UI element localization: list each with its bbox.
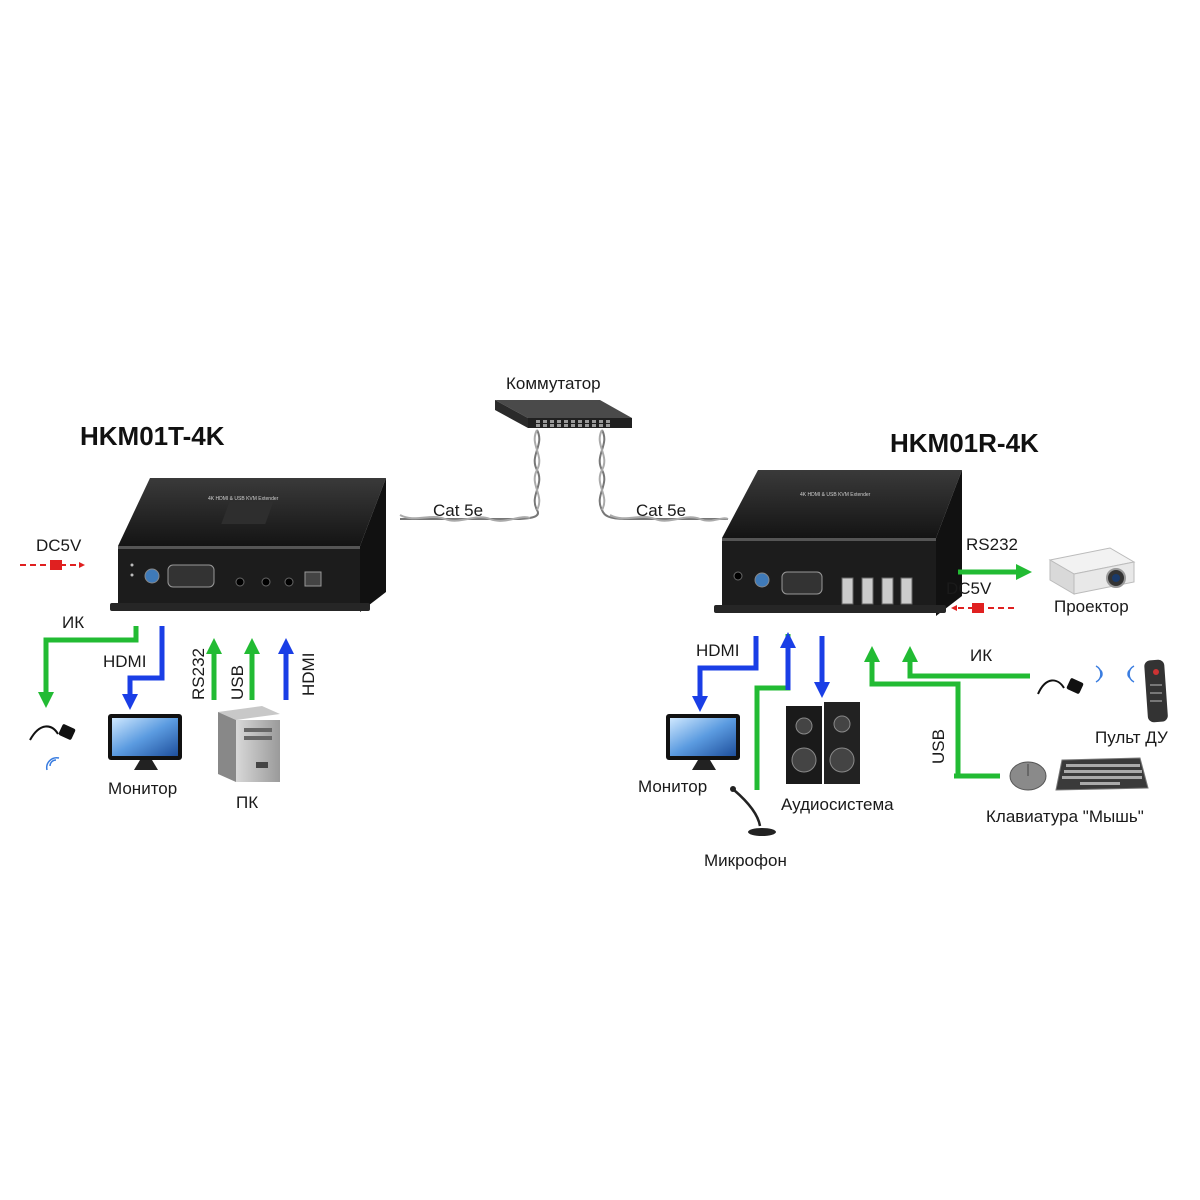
microphone-icon xyxy=(730,786,776,836)
speakers-icon xyxy=(786,702,860,784)
switch-label: Коммутатор xyxy=(506,374,601,393)
left-ir-arrow xyxy=(37,626,139,709)
right-dc-arrow xyxy=(951,603,1014,613)
right-hdmi-label: HDMI xyxy=(696,641,739,660)
left-monitor-icon xyxy=(108,714,182,770)
microphone-label: Микрофон xyxy=(704,851,787,870)
left-hdmi-out-arrow xyxy=(121,626,165,711)
left-ir-label: ИК xyxy=(62,613,84,632)
left-usb-label: USB xyxy=(228,665,247,700)
receiver-title: HKM01R-4K xyxy=(890,428,1039,458)
keyboard-mouse-icon xyxy=(1009,757,1149,791)
left-ir-receiver-icon xyxy=(29,724,76,771)
right-usb-label: USB xyxy=(929,729,948,764)
left-hdmi-out-label: HDMI xyxy=(103,652,146,671)
cat5e-cable-right xyxy=(598,429,729,522)
receiver-device: 4K HDMI & USB KVM Extender xyxy=(714,470,962,616)
right-dc-label: DC5V xyxy=(946,579,992,598)
right-usb-arrow xyxy=(872,654,1000,779)
right-monitor-icon xyxy=(666,714,740,770)
cable-right-label: Cat 5e xyxy=(636,501,686,520)
projector-icon xyxy=(1048,547,1136,595)
right-ir-receiver-icon xyxy=(1037,665,1135,695)
remote-control-icon xyxy=(1144,659,1168,723)
left-hdmi-in-label: HDMI xyxy=(299,653,318,696)
cat5e-cable-left xyxy=(399,429,541,522)
projector-label: Проектор xyxy=(1054,597,1129,616)
right-hdmi-arrow xyxy=(691,636,759,713)
microphone-line xyxy=(754,634,791,790)
transmitter-title: HKM01T-4K xyxy=(80,421,225,451)
right-rs232-label: RS232 xyxy=(966,535,1018,554)
transmitter-top-print: 4K HDMI & USB KVM Extender xyxy=(208,496,279,502)
remote-label: Пульт ДУ xyxy=(1095,728,1168,747)
right-monitor-label: Монитор xyxy=(638,777,707,796)
receiver-top-print: 4K HDMI & USB KVM Extender xyxy=(800,492,871,498)
left-dc-label: DC5V xyxy=(36,536,82,555)
left-rs232-label: RS232 xyxy=(189,648,208,700)
pc-tower-icon xyxy=(218,706,280,782)
keyboard-mouse-label: Клавиатура "Мышь" xyxy=(986,807,1144,826)
transmitter-device: 4K HDMI & USB KVM Extender xyxy=(110,478,386,612)
pc-label: ПК xyxy=(236,793,258,812)
network-switch xyxy=(495,400,632,428)
left-monitor-label: Монитор xyxy=(108,779,177,798)
cable-left-label: Cat 5e xyxy=(433,501,483,520)
right-ir-label: ИК xyxy=(970,646,992,665)
left-dc-arrow xyxy=(20,560,85,570)
right-ir-arrow xyxy=(901,645,1030,679)
audio-label: Аудиосистема xyxy=(781,795,894,814)
